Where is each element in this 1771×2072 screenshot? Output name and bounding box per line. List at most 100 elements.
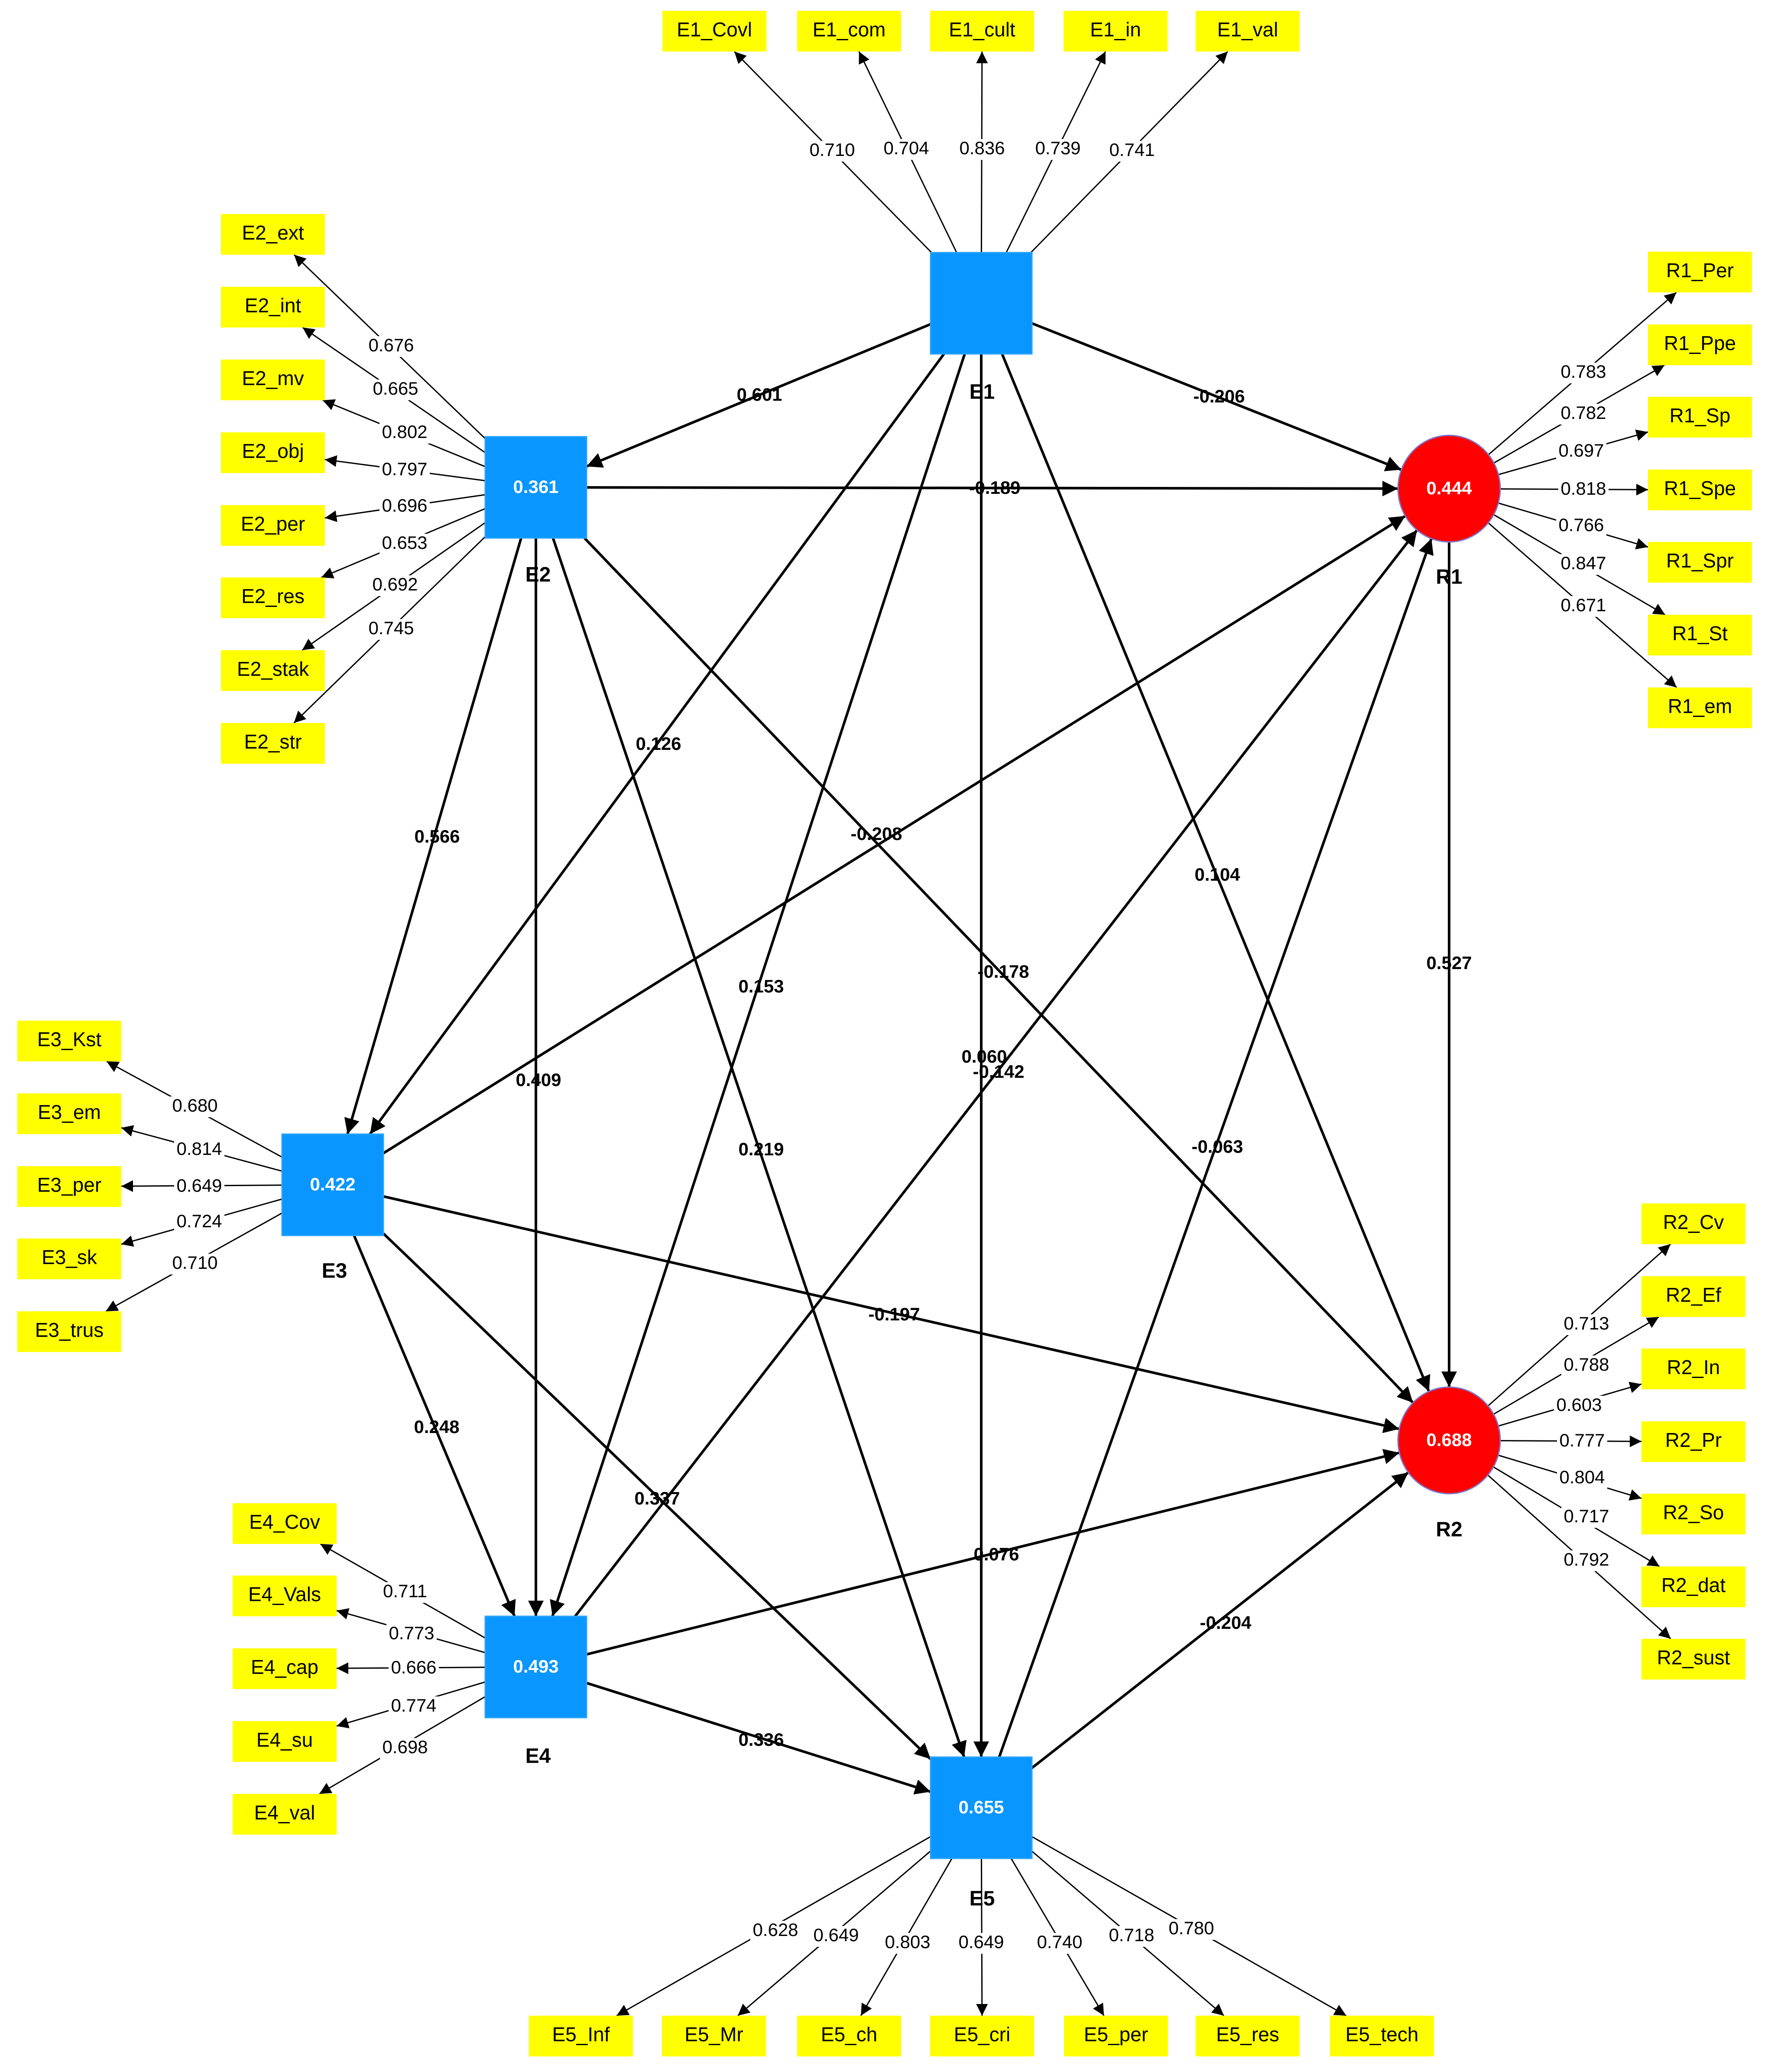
indicator-label: E5_res: [1216, 2023, 1279, 2046]
construct-e4[interactable]: 0.493: [484, 1615, 587, 1719]
construct-r1[interactable]: 0.444: [1397, 435, 1501, 543]
path-coefficient-e4-e5: 0.336: [738, 1729, 784, 1750]
indicator-label: R1_Per: [1666, 259, 1734, 282]
indicator-r2-in[interactable]: R2_In: [1641, 1349, 1745, 1389]
indicator-e3-em[interactable]: E3_em: [17, 1093, 121, 1134]
indicator-e4-cap[interactable]: E4_cap: [233, 1648, 337, 1689]
indicator-e5-mr[interactable]: E5_Mr: [662, 2016, 766, 2056]
indicator-e5-per[interactable]: E5_per: [1064, 2016, 1168, 2056]
loading-value-e5-mr: 0.649: [813, 1925, 859, 1945]
indicator-label: R2_In: [1667, 1356, 1720, 1378]
indicator-e2-stak[interactable]: E2_stak: [221, 650, 325, 691]
indicator-e1-in[interactable]: E1_in: [1064, 11, 1168, 52]
loading-value-e5-res: 0.718: [1109, 1925, 1154, 1945]
indicator-e2-res[interactable]: E2_res: [221, 577, 325, 618]
indicator-box: [17, 1021, 121, 1061]
indicator-r1-st[interactable]: R1_St: [1648, 615, 1752, 655]
indicator-box: [221, 577, 325, 618]
indicator-e5-ch[interactable]: E5_ch: [797, 2016, 901, 2056]
loading-label-bg: [882, 1933, 933, 1954]
indicator-r1-em[interactable]: R1_em: [1648, 687, 1752, 728]
indicator-e4-cov[interactable]: E4_Cov: [233, 1503, 337, 1544]
indicator-e5-res[interactable]: E5_res: [1196, 2016, 1300, 2056]
loading-label-bg: [1035, 1933, 1085, 1954]
construct-e1[interactable]: [930, 252, 1033, 355]
indicator-r2-cv[interactable]: R2_Cv: [1641, 1203, 1745, 1244]
indicator-box: [233, 1721, 337, 1762]
indicator-e2-str[interactable]: E2_str: [221, 723, 325, 764]
indicator-e1-cult[interactable]: E1_cult: [930, 11, 1034, 52]
indicator-r1-ppe[interactable]: R1_Ppe: [1648, 324, 1752, 365]
indicator-box: [1648, 470, 1752, 510]
indicator-r1-per[interactable]: R1_Per: [1648, 252, 1752, 292]
indicator-e5-cri[interactable]: E5_cri: [930, 2016, 1034, 2056]
indicator-e3-sk[interactable]: E3_sk: [17, 1239, 121, 1279]
indicator-r2-so[interactable]: R2_So: [1641, 1494, 1745, 1534]
path-coefficient-e4-r1: -0.142: [973, 1061, 1024, 1082]
indicator-r2-ef[interactable]: R2_Ef: [1641, 1276, 1745, 1317]
loading-label-bg: [1558, 404, 1609, 425]
r-squared-value: 0.655: [958, 1797, 1004, 1817]
loading-label-bg: [1557, 1468, 1607, 1489]
indicator-e4-vals[interactable]: E4_Vals: [233, 1576, 337, 1616]
indicator-box: [662, 2016, 766, 2056]
indicator-r1-sp[interactable]: R1_Sp: [1648, 397, 1752, 438]
indicator-box: [1641, 1349, 1745, 1389]
indicator-label: R1_Ppe: [1664, 332, 1736, 354]
construct-e3[interactable]: 0.422: [281, 1133, 384, 1236]
indicator-e2-obj[interactable]: E2_obj: [221, 432, 325, 473]
indicator-box: [797, 2016, 901, 2056]
indicator-e3-trus[interactable]: E3_trus: [17, 1311, 121, 1352]
path-coefficient-e3-e4: 0.248: [414, 1417, 459, 1437]
construct-e2[interactable]: 0.361: [484, 436, 587, 539]
loading-value-e5-inf: 0.628: [753, 1920, 798, 1940]
construct-name-r1: R1: [1436, 566, 1462, 589]
loading-label-bg: [807, 141, 857, 162]
path-e3-to-e5: [382, 1232, 932, 1760]
indicator-e1-com[interactable]: E1_com: [797, 11, 901, 52]
indicator-r1-spe[interactable]: R1_Spe: [1648, 470, 1752, 510]
indicator-box: [233, 1576, 337, 1616]
indicator-e2-ext[interactable]: E2_ext: [221, 214, 325, 255]
loading-value-e1-com: 0.704: [883, 138, 929, 158]
indicator-e2-int[interactable]: E2_int: [221, 287, 325, 327]
indicator-e2-mv[interactable]: E2_mv: [221, 360, 325, 400]
path-coefficient-e1-e5: 0.060: [961, 1046, 1007, 1067]
loading-value-r1-st: 0.847: [1560, 553, 1606, 573]
indicator-r2-dat[interactable]: R2_dat: [1641, 1566, 1745, 1607]
path-e2-to-r1: [586, 480, 1398, 496]
indicator-e5-tech[interactable]: E5_tech: [1330, 2016, 1434, 2056]
indicator-e3-per[interactable]: E3_per: [17, 1166, 121, 1207]
indicator-label: E4_cap: [251, 1656, 318, 1678]
indicator-e2-per[interactable]: E2_per: [221, 505, 325, 546]
indicator-label: E3_trus: [35, 1319, 104, 1341]
indicator-e3-kst[interactable]: E3_Kst: [17, 1021, 121, 1061]
construct-e5[interactable]: 0.655: [930, 1756, 1033, 1859]
loading-value-r1-spr: 0.766: [1558, 515, 1604, 535]
path-coefficient-e1-e2: 0.601: [736, 384, 782, 405]
indicator-e1-covl[interactable]: E1_Covl: [662, 11, 766, 52]
loading-value-r2-in: 0.603: [1556, 1394, 1602, 1415]
indicator-box: [221, 287, 325, 327]
indicator-e1-val[interactable]: E1_val: [1196, 11, 1300, 52]
path-coefficient-e3-r1: -0.208: [850, 824, 902, 844]
indicator-e4-val[interactable]: E4_val: [233, 1794, 337, 1835]
indicator-box: [221, 723, 325, 764]
loading-value-e2-int: 0.665: [373, 378, 418, 399]
indicator-label: E5_Inf: [552, 2023, 610, 2046]
indicator-r2-sust[interactable]: R2_sust: [1641, 1639, 1745, 1680]
indicator-label: E2_stak: [237, 658, 309, 680]
indicator-box: [221, 360, 325, 400]
indicator-e5-inf[interactable]: E5_Inf: [529, 2016, 633, 2056]
loading-value-e2-ext: 0.676: [368, 335, 414, 355]
indicator-e4-su[interactable]: E4_su: [233, 1721, 337, 1762]
indicator-box: [17, 1166, 121, 1207]
path-coefficient-e3-r2: -0.197: [868, 1304, 920, 1324]
indicator-box: [1648, 324, 1752, 365]
indicator-label: R2_sust: [1657, 1646, 1730, 1669]
indicator-r2-pr[interactable]: R2_Pr: [1641, 1421, 1745, 1462]
loading-value-e1-covl: 0.710: [809, 139, 855, 160]
loading-label-bg: [1166, 1919, 1216, 1940]
indicator-r1-spr[interactable]: R1_Spr: [1648, 542, 1752, 583]
construct-r2[interactable]: 0.688: [1397, 1386, 1501, 1495]
